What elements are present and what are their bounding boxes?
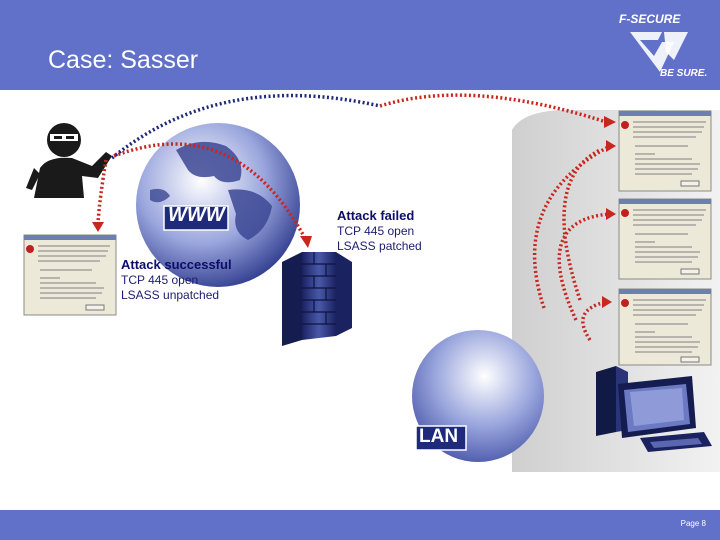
logo-slogan-text: BE SURE. [660,68,708,79]
www-globe [136,123,300,287]
arrow-internet-path [110,93,381,160]
arrow-lan-to-dialog-2 [557,212,611,321]
arrow-lan-to-dialog-3 [581,300,607,341]
error-dialog-left [23,234,117,316]
attack-successful-lsass: LSASS unpatched [121,288,220,302]
attack-failed-lsass: LSASS patched [337,239,422,253]
attack-successful-title: Attack successful [121,257,232,272]
arrow-hacker-to-left-dialog [96,159,108,223]
www-label: WWW [168,204,225,226]
arrow-top-to-dialog-1 [379,93,607,124]
lan-label: LAN [419,426,459,447]
workstation-icon [596,366,712,452]
logo-brand-text: F-SECURE [619,12,681,26]
header-bar: Case: Sasser F-SECURE BE SURE. [0,0,720,90]
attack-failed-title: Attack failed [337,208,415,223]
error-dialog-right-2 [618,198,712,280]
error-dialog-right-3 [618,288,712,366]
error-dialog-right-1 [618,110,712,192]
page-number: Page 8 [680,519,706,528]
footer-bar: Page 8 [0,510,720,540]
firewall-icon [282,252,352,346]
slide-title: Case: Sasser [48,46,199,74]
f-secure-logo-icon [630,32,688,72]
attack-successful-port: TCP 445 open [121,273,199,287]
attack-failed-port: TCP 445 open [337,224,415,238]
lan-globe [412,330,544,462]
arrow-lan-to-workstation [562,148,601,301]
hacker-icon [26,123,112,198]
arrow-hacker-to-firewall [113,142,308,241]
